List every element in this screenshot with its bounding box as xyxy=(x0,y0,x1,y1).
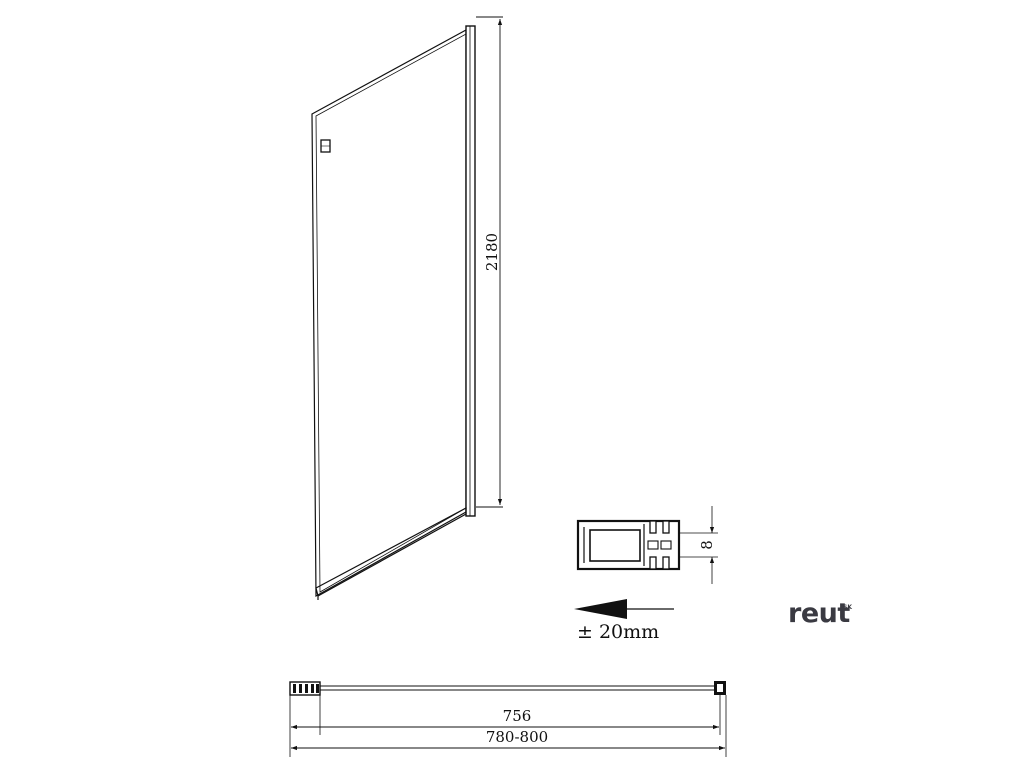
brand-logo: reut SK xyxy=(788,598,852,629)
brand-name: reut xyxy=(788,598,850,629)
adjustment-indicator: ± 20mm xyxy=(574,599,674,643)
adjustment-tolerance: ± 20mm xyxy=(577,621,659,643)
glass-width-label: 756 xyxy=(503,707,532,725)
total-width-label: 780-800 xyxy=(486,728,548,746)
height-dimension: 2180 xyxy=(476,16,503,508)
wall-profile xyxy=(465,25,476,517)
height-label: 2180 xyxy=(483,233,501,271)
profile-cross-section: 8 xyxy=(576,506,718,584)
brand-suffix: SK xyxy=(843,604,852,611)
profile-gap-label: 8 xyxy=(698,540,716,550)
glass-panel-perspective xyxy=(311,25,476,600)
top-view: 756 780-800 xyxy=(289,681,727,757)
